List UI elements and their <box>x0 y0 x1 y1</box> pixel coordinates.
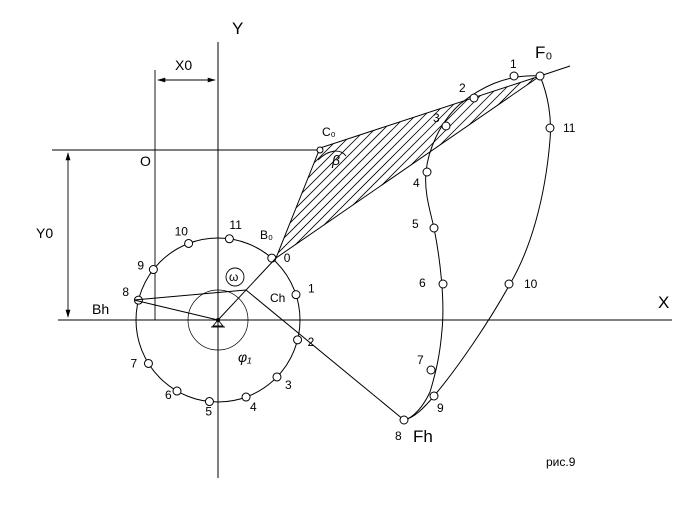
curve-point-2 <box>469 93 479 103</box>
coupler-hatching <box>276 76 540 258</box>
curve-label-4: 4 <box>413 176 420 190</box>
bh-link <box>133 289 247 301</box>
crank-circle <box>135 237 301 403</box>
label-ch: Ch <box>270 291 285 305</box>
curve-point-6 <box>438 279 448 289</box>
label-f0: F₀ <box>535 43 552 62</box>
ground-pivot-icon <box>211 318 225 328</box>
f0-extension <box>539 65 571 77</box>
phi-label: φ₁ <box>238 349 252 365</box>
label-c0: C₀ <box>322 125 336 139</box>
origin-o-label: O <box>140 153 151 169</box>
coupler-triangle <box>274 75 541 260</box>
crank-positions: 0 1 2 3 4 5 6 7 89 10 11 <box>122 218 315 419</box>
ch-fh-link <box>245 289 405 421</box>
crank-position-label-10: 10 <box>175 224 189 238</box>
curve-point-3 <box>441 121 451 131</box>
crank-position-7 <box>143 358 153 368</box>
crank-position-9 <box>148 265 158 275</box>
y0-label: Y0 <box>36 225 53 241</box>
curve-label-6: 6 <box>419 276 426 290</box>
curve-label-9: 9 <box>437 401 444 415</box>
coupler-curve-outer <box>403 75 551 421</box>
crank-position-label-8: 8 <box>122 285 129 299</box>
crank-bh <box>133 299 219 321</box>
crank-position-label-3: 3 <box>285 378 292 392</box>
omega-label: ω <box>229 270 238 284</box>
crank-position-label-4: 4 <box>250 400 257 414</box>
crank-position-10 <box>184 238 194 248</box>
curve-point-1 <box>509 71 519 81</box>
x-axis-label: X <box>658 293 669 312</box>
curve-point-10 <box>504 279 514 289</box>
beta-arc <box>317 150 347 161</box>
curve-label-2: 2 <box>459 81 466 95</box>
x0-label: X0 <box>175 57 192 73</box>
crank-position-label-11: 11 <box>229 218 242 232</box>
curve-label-3: 3 <box>433 111 440 125</box>
crank-position-label-7: 7 <box>130 356 137 370</box>
crank-b0 <box>217 257 277 321</box>
beta-label: β <box>331 152 340 168</box>
crank-position-label-5: 5 <box>205 405 212 419</box>
crank-position-6 <box>172 386 182 396</box>
coupler-curve-points <box>316 71 555 425</box>
point-f0 <box>535 71 545 81</box>
y-axis-label: Y <box>232 19 243 38</box>
crank-position-3 <box>272 372 282 382</box>
curve-label-11: 11 <box>563 121 576 135</box>
coupler-curve-inner <box>403 75 541 421</box>
curve-point-5 <box>429 223 439 233</box>
point-c0 <box>316 146 324 154</box>
curve-label-8: 8 <box>395 429 402 443</box>
curve-label-1: 1 <box>510 57 517 71</box>
crank-position-1 <box>291 290 301 300</box>
curve-point-7 <box>426 365 436 375</box>
curve-label-5: 5 <box>412 217 419 231</box>
label-b0: B₀ <box>260 228 273 242</box>
crank-position-0 <box>267 253 277 263</box>
crank-position-2 <box>293 335 303 345</box>
curve-point-9 <box>429 391 439 401</box>
crank-position-label-1: 1 <box>308 282 315 296</box>
crank-position-label-9: 9 <box>137 259 144 273</box>
phi-arc <box>187 289 249 351</box>
crank-position-label-0: 0 <box>284 251 291 265</box>
curve-point-4 <box>422 167 432 177</box>
curve-point-11 <box>545 123 555 133</box>
crank-position-label-2: 2 <box>308 335 315 349</box>
curve-label-10: 10 <box>524 277 538 291</box>
figure-caption: рис.9 <box>546 455 576 469</box>
crank-position-5 <box>204 397 214 407</box>
crank-position-11 <box>224 234 234 244</box>
curve-point-8 <box>399 415 409 425</box>
crank-position-4 <box>241 392 251 402</box>
crank-position-label-6: 6 <box>165 388 172 402</box>
label-bh: Bh <box>92 301 109 317</box>
label-fh: Fh <box>413 427 433 446</box>
curve-label-7: 7 <box>417 353 424 367</box>
omega-circle <box>225 267 245 287</box>
